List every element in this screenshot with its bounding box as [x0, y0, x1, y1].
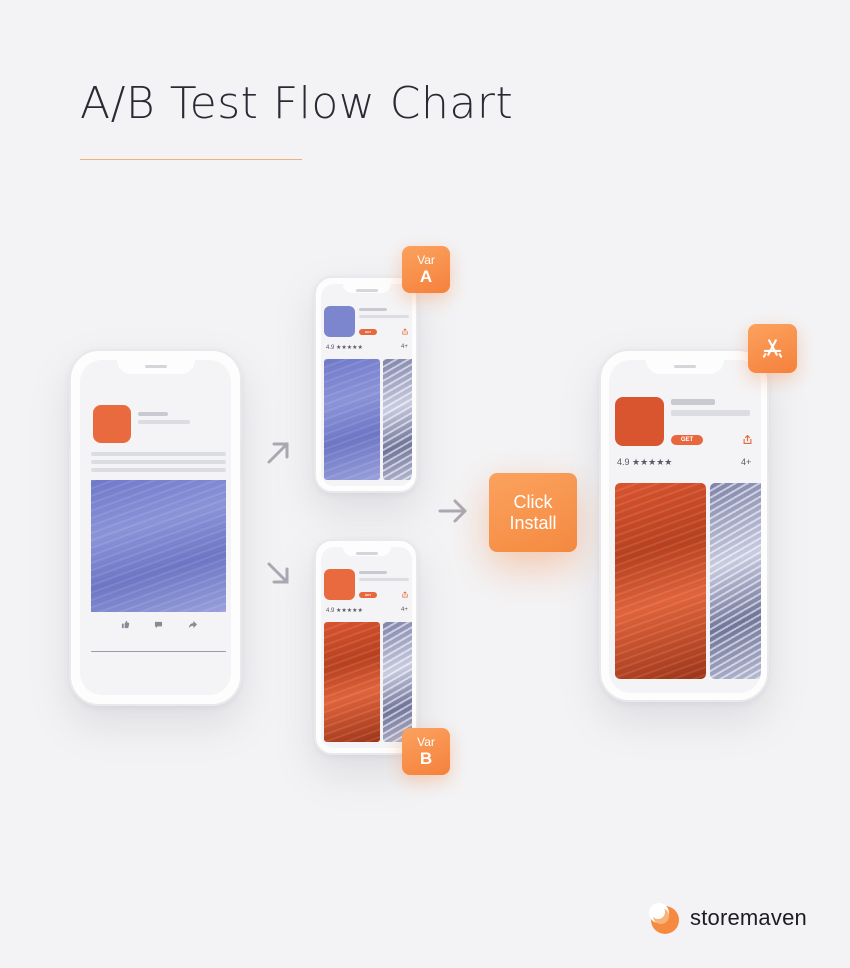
variant-a-get-button[interactable]: GET: [359, 329, 377, 335]
arrow-up-right-icon: [267, 442, 289, 464]
variant-a-app-icon: [324, 306, 355, 337]
like-icon: [121, 620, 130, 629]
click-install-step: Click Install: [489, 473, 577, 552]
variant-b-screen: GET 4.9 ★★★★★ 4+: [321, 547, 412, 748]
store-app-icon: [615, 397, 664, 446]
store-phone: GET 4.9 ★★★★★ 4+: [597, 349, 771, 702]
variant-a-badge: Var A: [402, 246, 450, 293]
share-icon[interactable]: [743, 434, 752, 445]
app-store-icon: [762, 339, 783, 358]
ad-phone: [67, 349, 244, 706]
ad-creative-image: [91, 480, 226, 612]
comment-icon: [154, 621, 163, 629]
store-get-button[interactable]: GET: [671, 435, 703, 445]
variant-a-rating: 4.9 ★★★★★: [326, 345, 363, 351]
app-store-badge: [748, 324, 797, 373]
brand-logo: storemaven: [646, 900, 807, 936]
share-icon[interactable]: [402, 591, 408, 598]
variant-a-age: 4+: [401, 344, 408, 350]
arrow-down-right-icon: [267, 562, 289, 584]
store-age: 4+: [741, 457, 752, 467]
variant-b-get-button[interactable]: GET: [359, 592, 377, 598]
page-title: A/B Test Flow Chart: [80, 78, 514, 129]
variant-b-screenshot-1: [324, 622, 380, 742]
share-icon[interactable]: [402, 328, 408, 335]
store-screenshot-2: [710, 483, 761, 679]
variant-b-app-icon: [324, 569, 355, 600]
variant-a-screenshot-2: [383, 359, 412, 480]
ad-app-icon: [93, 405, 131, 443]
variant-b-badge: Var B: [402, 728, 450, 775]
variant-a-screen: GET 4.9 ★★★★★ 4+: [321, 284, 412, 486]
store-screenshot-1: [615, 483, 706, 679]
variant-b-rating: 4.9 ★★★★★: [326, 608, 363, 614]
variant-b-phone: GET 4.9 ★★★★★ 4+: [314, 539, 418, 755]
title-underline: [80, 159, 302, 160]
forward-icon: [188, 620, 197, 629]
brand-name: storemaven: [690, 905, 807, 930]
store-rating: 4.9 ★★★★★: [617, 457, 673, 467]
variant-b-screenshot-2: [383, 622, 412, 742]
storemaven-logo-icon: [649, 903, 679, 934]
variant-a-phone: GET 4.9 ★★★★★ 4+: [314, 276, 418, 493]
store-screen: GET 4.9 ★★★★★ 4+: [609, 360, 761, 693]
ad-screen: [80, 360, 231, 695]
variant-a-screenshot-1: [324, 359, 380, 480]
variant-b-age: 4+: [401, 607, 408, 613]
arrow-right-icon: [438, 499, 467, 523]
